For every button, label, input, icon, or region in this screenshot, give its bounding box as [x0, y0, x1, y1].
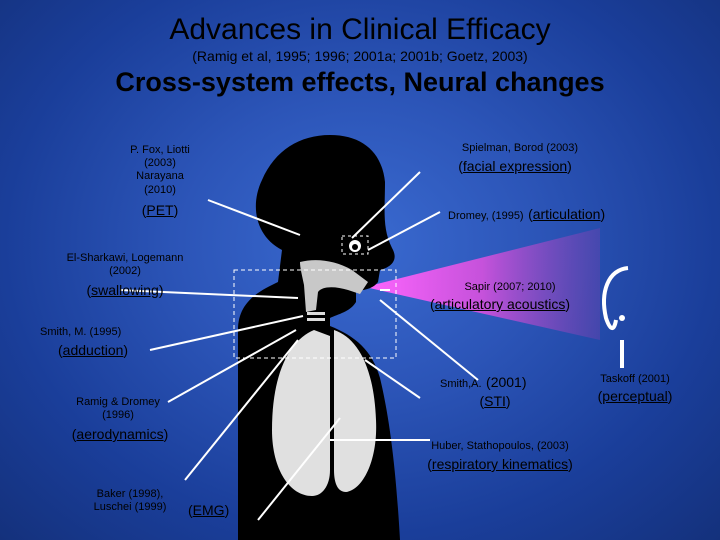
articulation-label: Dromey, (1995) (articulation) [448, 206, 606, 222]
swallowing-label: (swallowing) [86, 282, 164, 298]
sti-label: (STI) [479, 393, 511, 409]
slide-subtitle: (Ramig et al, 1995; 1996; 2001a; 2001b; … [192, 48, 528, 64]
respiratory-citation: Huber, Stathopoulos, (2003) [431, 440, 569, 452]
lungs [272, 330, 330, 496]
swallowing-citation: El-Sharkawi, Logemann (2002) [66, 252, 184, 278]
aerodynamics-label: (aerodynamics) [71, 426, 169, 442]
vocal-tract [300, 260, 368, 312]
emg-citation: Baker (1998), Luschei (1999) [93, 488, 167, 514]
perceptual-citation: Taskoff (2001) [600, 373, 670, 385]
facial-label: (facial expression) [458, 158, 572, 174]
pet-citation: P. Fox, Liotti (2003) Narayana (2010) [130, 144, 190, 196]
emg-label: (EMG) [188, 502, 230, 518]
pointer-lines [119, 171, 479, 521]
ear-icon [602, 266, 629, 368]
sti-citation: Smith,A. (2001) [440, 374, 527, 390]
respiratory-label: (respiratory kinematics) [427, 456, 573, 472]
sound-beam [365, 228, 600, 340]
adduction-label: (adduction) [58, 342, 129, 358]
acoustics-label: (articulatory acoustics) [429, 296, 571, 312]
adduction-citation: Smith, M. (1995) [40, 326, 122, 338]
pet-label: (PET) [141, 202, 179, 218]
slide-title: Advances in Clinical Efficacy [169, 13, 551, 46]
facial-citation: Spielman, Borod (2003) [461, 142, 579, 154]
slide-heading: Cross-system effects, Neural changes [115, 67, 605, 97]
perceptual-label: (perceptual) [597, 388, 673, 404]
acoustics-citation: Sapir (2007; 2010) [464, 281, 556, 293]
aerodynamics-citation: Ramig & Dromey (1996) [76, 396, 160, 422]
